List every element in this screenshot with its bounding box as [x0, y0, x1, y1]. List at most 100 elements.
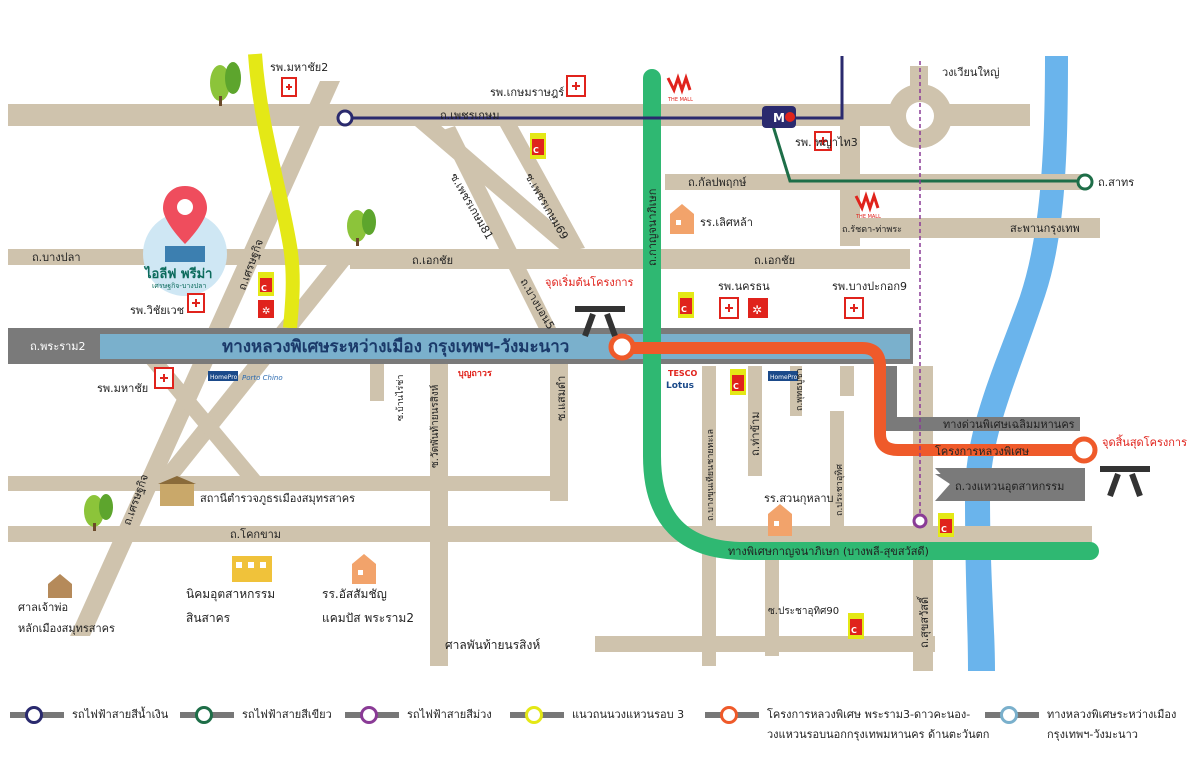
svg-text:✲: ✲: [752, 303, 762, 317]
suan-kularb-label: รร.สวนกุหลาบ: [764, 492, 834, 505]
legend: รถไฟฟ้าสายสีน้ำเงิน รถไฟฟ้าสายสีเขียว รถ…: [0, 690, 1200, 762]
legend-swatch: [360, 706, 378, 724]
highway-sign-icon: [575, 306, 1150, 498]
police-station-icon: [158, 476, 196, 506]
legend-item-main-highway: ทางหลวงพิเศษระหว่างเมืองกรุงเทพฯ-วังมะนา…: [985, 705, 1176, 745]
legend-item-green-line: รถไฟฟ้าสายสีเขียว: [180, 705, 332, 725]
green-line-bts: [768, 115, 1085, 183]
kok-kham-label: ถ.โคกขาม: [230, 527, 281, 541]
the-mall-icon: THE MALL THE MALL: [666, 73, 881, 220]
svg-text:THE MALL: THE MALL: [667, 97, 693, 103]
assumption-label-line1: รร.อัสสัมชัญ: [322, 587, 387, 601]
phutthabucha-label: ถ.พุทธบูชา: [795, 368, 805, 411]
wichaiwet-label: รพ.วิชัยเวช: [130, 304, 184, 317]
big-c-logo-text: C C C C C C: [261, 146, 947, 635]
svg-text:C: C: [681, 305, 687, 314]
legend-item-purple-line: รถไฟฟ้าสายสีม่วง: [345, 705, 492, 725]
homepro-logo: HomePro HomePro: [208, 371, 798, 381]
legend-swatch: [525, 706, 543, 724]
pracha-uthit90-label: ซ.ประชาอุทิศ90: [768, 606, 839, 617]
mahachai-label: รพ.มหาชัย: [97, 382, 148, 395]
mahachai2-label: รพ.มหาชัย2: [270, 61, 328, 74]
rama2-label: ถ.พระราม2: [30, 340, 86, 353]
ekachai-label: ถ.เอกชัย: [412, 254, 453, 267]
porto-logo: Porto Chino: [242, 374, 283, 382]
bang-pakok9-label: รพ.บางปะกอก9: [832, 280, 907, 293]
boonthavorn-logo: บุญถาวร: [458, 369, 492, 379]
kanchana-expressway: [643, 69, 1099, 560]
svg-text:C: C: [733, 382, 739, 391]
blue-line-metro: [345, 56, 844, 120]
legend-swatch: [1000, 706, 1018, 724]
kanchana-label: ทางพิเศษกาญจนาภิเษก (บางพลี-สุขสวัสดี): [728, 545, 929, 558]
project-name-label: โครงการหลวงพิเศษ: [935, 444, 1029, 458]
nakhonthon-label: รพ.นครธน: [718, 280, 770, 293]
kanlapaphruek-label: ถ.กัลปพฤกษ์: [688, 176, 747, 189]
tesco-logo-top: TESCO: [668, 369, 698, 378]
legend-swatch: [195, 706, 213, 724]
legend-swatch: [720, 706, 738, 724]
shrine-label-line1: ศาลเจ้าพ่อ: [18, 601, 68, 614]
phanthai-shrine-label: ศาลพันท้ายนรสิงห์: [445, 638, 540, 652]
suk-sawat-label: ถ.สุขสวัสดิ์: [916, 595, 931, 648]
ring-road-arrow: [935, 468, 1085, 501]
ring-road-3-line: [248, 53, 300, 329]
tesco-logo-bottom: Lotus: [666, 381, 694, 391]
svg-text:M: M: [773, 111, 785, 125]
ring-road-label: ถ.วงแหวนอุตสาหกรรม: [955, 480, 1064, 493]
svg-text:C: C: [941, 525, 947, 534]
svg-text:HomePro: HomePro: [210, 374, 238, 381]
sathorn-label: ถ.สาทร: [1098, 176, 1134, 189]
tree-icon: [210, 62, 241, 106]
project-end-label: จุดสิ้นสุดโครงการ: [1102, 434, 1187, 449]
saphan-krungthep-label: สะพานกรุงเทพ: [1010, 222, 1080, 235]
central-icon: ✲ ✲: [258, 298, 768, 318]
hospital-icon: [154, 75, 864, 389]
project-end-node: [1070, 436, 1098, 464]
factory-icon: [232, 556, 272, 582]
svg-text:THE MALL: THE MALL: [855, 214, 881, 220]
svg-text:C: C: [533, 146, 539, 155]
ratchada-label: ถ.รัชดา-ท่าพระ: [842, 225, 902, 235]
tree-icon: [347, 209, 376, 246]
project-line: [622, 342, 1084, 456]
big-c-icon: [258, 133, 954, 639]
loetla-label: รร.เลิศหล้า: [700, 216, 753, 229]
assumption-label-line2: แคมปัส พระราม2: [322, 611, 414, 625]
svg-text:HomePro: HomePro: [770, 374, 798, 381]
tree-icon: [84, 494, 113, 531]
kanchanaphisek-road-label: ถ.กาญจนาภิเษก: [646, 189, 659, 266]
legend-item-project: โครงการหลวงพิเศษ พระราม3-ดาวคะนอง-วงแหวน…: [705, 705, 989, 745]
chalerm-label: ทางด่วนพิเศษเฉลิมมหานคร: [943, 418, 1075, 431]
phyathai3-label: รพ. พญาไท3: [795, 136, 858, 149]
metro-icon: M: [762, 106, 796, 128]
svg-text:ไอลีฟ พรีม่า: ไอลีฟ พรีม่า: [143, 265, 212, 282]
industrial-label-line2: สินสาคร: [186, 611, 231, 625]
legend-item-ring-road: แนวถนนวงแหวนรอบ 3: [510, 705, 684, 725]
svg-text:C: C: [851, 626, 857, 635]
svg-text:C: C: [261, 284, 267, 293]
police-label: สถานีตำรวจภูธรเมืองสมุทรสาคร: [200, 492, 355, 505]
bang-khun-thian-label: ถ.บางขุนเทียนชายทะเล: [705, 429, 716, 521]
green-line-station: [1076, 173, 1094, 191]
legend-item-blue-line: รถไฟฟ้าสายสีน้ำเงิน: [10, 705, 168, 725]
expressway-chalerm: [883, 366, 1080, 431]
wat-phanthai-label: ซ.วัดพันท้ายนรสิงห์: [429, 385, 441, 468]
river: [965, 56, 1068, 671]
kasemrad-label: รพ.เกษมราษฎร์: [490, 86, 564, 99]
project-start-node: [608, 333, 636, 361]
industrial-label-line1: นิคมอุตสาหกรรม: [186, 587, 275, 602]
wongwian-yai-label: วงเวียนใหญ่: [942, 66, 999, 79]
svg-text:เศรษฐกิจ-บางปลา: เศรษฐกิจ-บางปลา: [152, 282, 206, 290]
legend-swatch: [25, 706, 43, 724]
ekachai-label: ถ.เอกชัย: [754, 254, 795, 267]
purple-line-station: [912, 513, 928, 529]
bang-pla-label: ถ.บางปลา: [32, 251, 81, 264]
school-icon: [352, 204, 792, 584]
saen-dam-label: ซ.แสมดำ: [555, 376, 568, 421]
phetkasem-label: ถ.เพชรเกษม: [440, 109, 499, 122]
pracha-uthit-label: ถ.ประชาอุทิศ: [834, 464, 845, 516]
svg-text:✲: ✲: [262, 306, 270, 317]
project-location-pin: ไอลีฟ พรีม่า เศรษฐกิจ-บางปลา: [143, 186, 227, 296]
